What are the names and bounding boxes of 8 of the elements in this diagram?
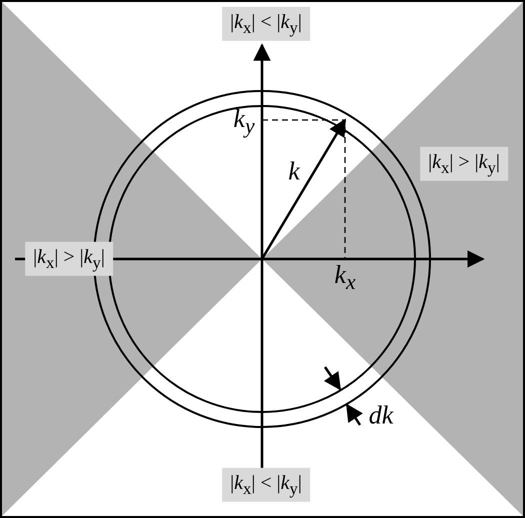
vector-label: dk — [368, 402, 394, 430]
region-label: |k$_{x}$| > |k$_{y}$| — [420, 146, 508, 182]
vector-label: k — [288, 158, 300, 186]
vector-label: k$_{x}$ — [334, 261, 356, 295]
region-label: |k$_{x}$| > |k$_{y}$| — [25, 242, 113, 276]
region-label: |k$_{x}$| < |k$_{y}$| — [222, 6, 310, 42]
vector-label: k$_{y}$ — [233, 105, 255, 139]
region-label: |k$_{x}$| < |k$_{y}$| — [222, 468, 310, 502]
